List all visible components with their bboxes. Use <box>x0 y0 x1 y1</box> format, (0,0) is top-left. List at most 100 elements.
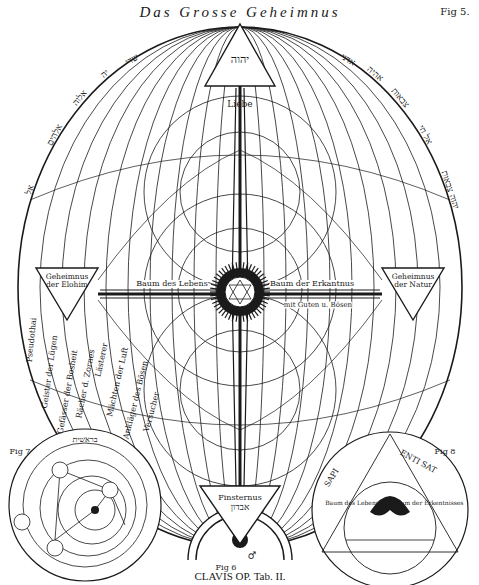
sun-ray <box>214 303 221 307</box>
sun-ray <box>212 281 219 284</box>
sun-ray <box>239 262 240 270</box>
label: Baum der Erkantnus <box>270 280 354 288</box>
bar-outline <box>100 290 380 298</box>
connector <box>98 293 382 296</box>
sun-ray <box>257 305 263 310</box>
orbit-line <box>55 470 125 540</box>
label: Fig 5. <box>440 7 469 17</box>
planet-circle <box>14 514 30 530</box>
sun-ray <box>261 298 269 300</box>
label: ♂ <box>248 551 257 561</box>
sun-ray <box>214 277 221 281</box>
sun-ray <box>259 277 266 281</box>
sun-ray <box>222 268 227 274</box>
sun-ray <box>232 263 234 271</box>
sun-ray <box>219 308 225 314</box>
sun-ray <box>236 314 237 322</box>
label: Rächer d. Zornes <box>75 349 96 419</box>
orbit-circle <box>58 476 126 544</box>
center-dot <box>91 506 99 514</box>
triangle-line <box>322 434 458 552</box>
sun-ray <box>262 291 270 292</box>
sun-ray <box>246 313 248 321</box>
sphere-circle <box>180 330 300 450</box>
label: Fig 8 <box>435 448 456 456</box>
sun-ray <box>253 309 258 315</box>
planet-circle <box>102 482 118 498</box>
sun-ray <box>262 295 270 296</box>
sun-ray <box>262 288 270 289</box>
node-text: Geheimnus der Natur <box>382 268 444 289</box>
sun-ray <box>246 263 248 271</box>
sun-ray <box>229 264 232 271</box>
meridian-arc <box>216 27 264 547</box>
sun-ray <box>212 300 219 303</box>
sun-ray <box>239 314 240 322</box>
triangle-node: Geheimnus der Natur <box>382 268 444 320</box>
label: Fig 7 <box>10 448 31 456</box>
sun-ray <box>211 284 219 286</box>
sun-ray <box>216 274 222 279</box>
sun-ray <box>243 314 244 322</box>
sun-disc <box>216 268 264 316</box>
planet-circle <box>47 540 63 556</box>
arc-line <box>30 155 450 200</box>
triangle-shape <box>200 486 280 544</box>
column-outline <box>232 88 248 486</box>
node-text: יהוה <box>205 24 275 66</box>
sun-ray <box>236 262 237 270</box>
inner-circle <box>344 482 436 574</box>
orbit-circle <box>9 429 161 581</box>
orbit-circle <box>40 460 136 556</box>
arc-line <box>240 150 382 280</box>
label: אלוה <box>71 89 89 108</box>
label: Liebe <box>227 100 252 109</box>
arc-line <box>98 300 240 430</box>
orbit-circle <box>23 443 147 567</box>
label: Pseudothai <box>26 317 39 362</box>
figure-seven <box>9 429 161 581</box>
sun-ray <box>253 268 258 274</box>
arc-line <box>240 300 382 430</box>
sun-ray <box>257 274 263 279</box>
triangle-node: Geheimnus der Elohim <box>36 268 98 320</box>
label: שדי <box>124 53 140 67</box>
sun-ray <box>260 281 267 284</box>
sun-ray <box>251 266 255 273</box>
triangle-node: יהוה <box>205 24 275 86</box>
arc-line <box>98 150 240 280</box>
label: אל חי <box>416 124 433 146</box>
sphere-circle <box>144 96 336 288</box>
label: Baum der Erkentnisses <box>393 500 464 506</box>
sun-ray <box>248 264 251 271</box>
label: Fig 6 <box>216 564 237 572</box>
label: אדני <box>339 52 357 67</box>
node-text: Geheimnus der Elohim <box>36 268 98 289</box>
label: בראשית <box>72 436 97 444</box>
label: Versucher <box>143 391 161 433</box>
hexagram <box>229 280 251 304</box>
label: אהיה <box>365 65 385 84</box>
sun-ray <box>216 305 222 310</box>
sun-ray <box>210 291 218 292</box>
sun-ray <box>225 311 229 318</box>
label: Geister der Lügen <box>41 335 59 409</box>
sun-ray <box>256 308 262 314</box>
sun-ray <box>248 312 251 319</box>
sphere-circle <box>144 294 336 486</box>
label: Mächten der Luft <box>106 346 130 417</box>
connector <box>239 86 242 486</box>
triangle-shape <box>205 24 275 86</box>
outer-circle <box>312 432 468 585</box>
sun-ray <box>232 313 234 321</box>
sun-ray <box>260 300 267 303</box>
caption: CLAVIS OP. Tab. II. <box>194 570 285 582</box>
label: Baum des Lebens <box>136 280 208 288</box>
sun-ray <box>219 271 225 277</box>
triangle-node: Finsternusאבדון <box>200 486 280 544</box>
sun-ray <box>222 309 227 315</box>
ground-line <box>346 540 434 541</box>
sun-ray <box>225 266 229 273</box>
label: יהוה צבאות <box>440 170 461 211</box>
